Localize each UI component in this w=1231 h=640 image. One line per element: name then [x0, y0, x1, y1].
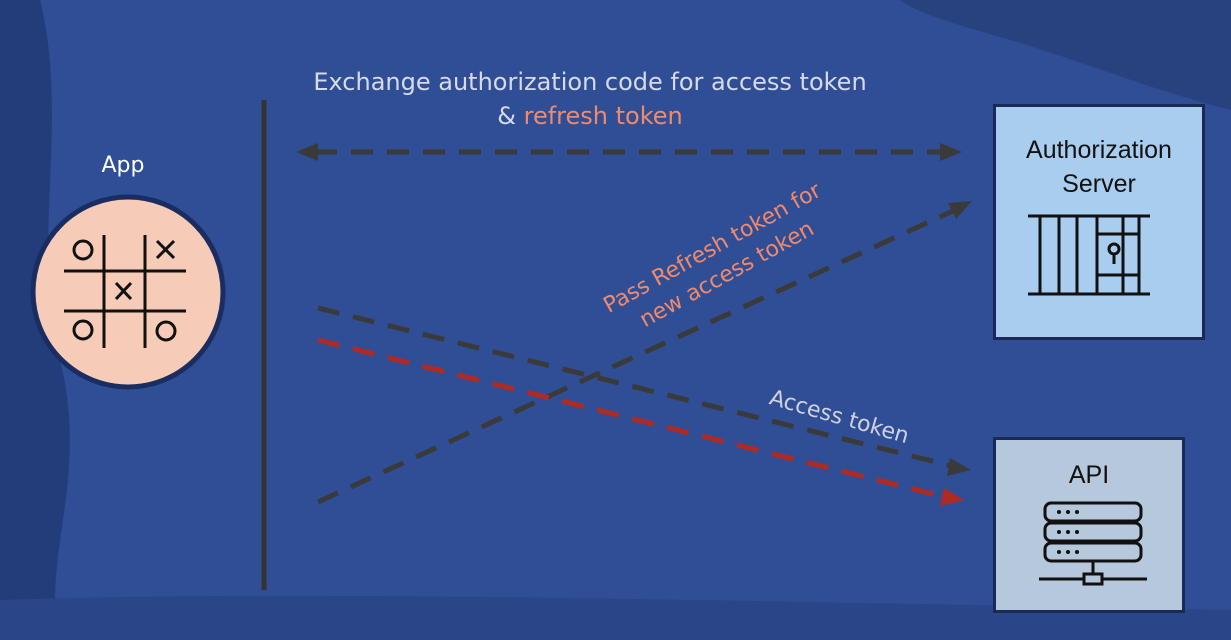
refresh-token-arrow [317, 337, 964, 506]
app-circle[interactable] [30, 194, 226, 390]
app-label: App [101, 153, 145, 178]
refresh-token-highlight: refresh token [523, 102, 683, 130]
exchange-arrow [296, 143, 962, 161]
api-title: API [1068, 461, 1110, 489]
authorization-server-box[interactable]: Authorization Server [993, 104, 1205, 340]
tic-tac-toe-icon [64, 235, 186, 348]
jail-lock-icon [1028, 214, 1150, 296]
api-box[interactable]: API [993, 437, 1185, 613]
bg-top-right-wave [900, 0, 1231, 110]
authorization-server-title: Authorization Server [996, 133, 1202, 201]
pass-refresh-arrow [316, 201, 972, 505]
exchange-subtitle: & refresh token [250, 102, 930, 130]
access-token-arrow [317, 305, 971, 476]
bg-bottom-wave [0, 595, 1231, 640]
auth-title-line2: Server [1062, 170, 1136, 198]
exchange-subtitle-prefix: & [497, 102, 524, 130]
server-stack-icon [1039, 501, 1147, 586]
auth-title-line1: Authorization [1026, 136, 1172, 164]
exchange-title: Exchange authorization code for access t… [313, 68, 867, 96]
